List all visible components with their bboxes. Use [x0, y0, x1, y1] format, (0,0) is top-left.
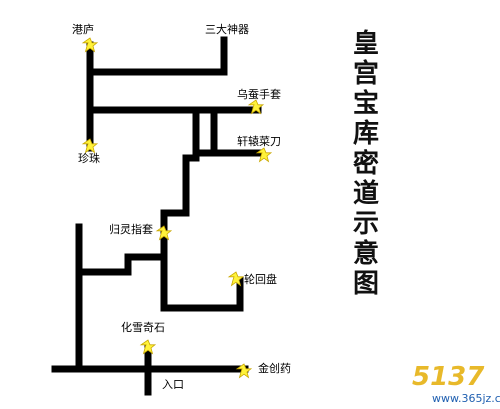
- watermark-url: www.365jz.com: [432, 392, 500, 405]
- label-hua-xue-qi-shi: 化雪奇石: [121, 320, 165, 334]
- label-entrance: 入口: [162, 378, 184, 391]
- title-char: 密: [353, 148, 379, 179]
- location-labels: 港庐 三大神器 乌蚕手套 珍珠 轩辕菜刀 归灵指套 轮回盘 化雪奇石 金创药 入…: [72, 22, 291, 391]
- passage-network: [51, 36, 262, 396]
- watermark-logo: 5137: [412, 362, 485, 392]
- label-jin-chuang-yao: 金创药: [258, 361, 291, 375]
- label-san-da-shen-qi: 三大神器: [205, 22, 249, 36]
- title-char: 意: [353, 238, 379, 269]
- title-char: 库: [353, 119, 379, 149]
- label-gui-ling-zhi-tao: 归灵指套: [109, 222, 153, 236]
- title-char: 道: [353, 178, 379, 209]
- label-wu-can-shou-tao: 乌蚕手套: [237, 87, 281, 101]
- title-char: 示: [353, 209, 379, 239]
- label-zhen-zhu: 珍珠: [78, 151, 100, 165]
- title-char: 图: [353, 269, 379, 299]
- label-xuan-yuan-cai-dao: 轩辕菜刀: [237, 134, 281, 148]
- title-char: 宝: [353, 88, 379, 119]
- title-char: 宫: [353, 58, 379, 89]
- watermark: 5137 www.365jz.com: [412, 362, 500, 405]
- title-char: 皇: [353, 29, 379, 59]
- map-title: 皇宫宝库密道示意图: [353, 29, 379, 299]
- label-lun-hui-pan: 轮回盘: [244, 272, 277, 286]
- label-gang-lu: 港庐: [72, 22, 94, 36]
